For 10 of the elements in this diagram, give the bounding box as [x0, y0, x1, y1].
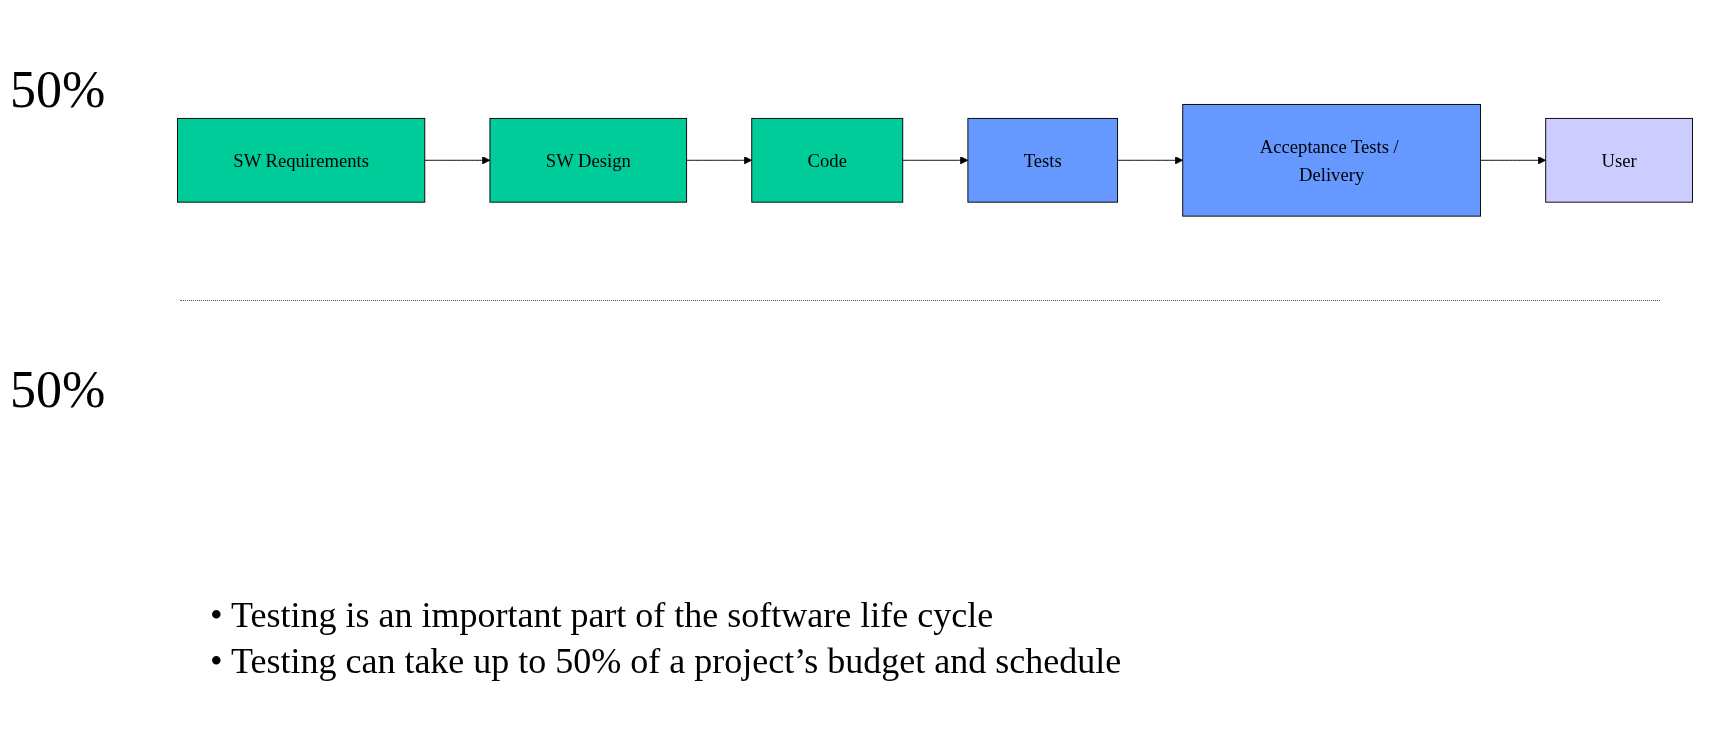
- percentage-label: 50%: [10, 60, 106, 119]
- node-box: Acceptance Tests / Delivery: [1182, 103, 1482, 217]
- node-box: Tests: [967, 117, 1119, 203]
- percentage-label: 50%: [10, 360, 106, 419]
- bullet-point: • Testing can take up to 50% of a project’s budget and schedule: [210, 640, 1122, 682]
- bullet-point: • Testing is an important part of the software life cycle: [210, 594, 995, 636]
- node-box: Code: [751, 117, 904, 203]
- node-box: SW Requirements: [177, 117, 426, 203]
- node-box: SW Design: [489, 117, 688, 203]
- node-box: User: [1545, 117, 1693, 203]
